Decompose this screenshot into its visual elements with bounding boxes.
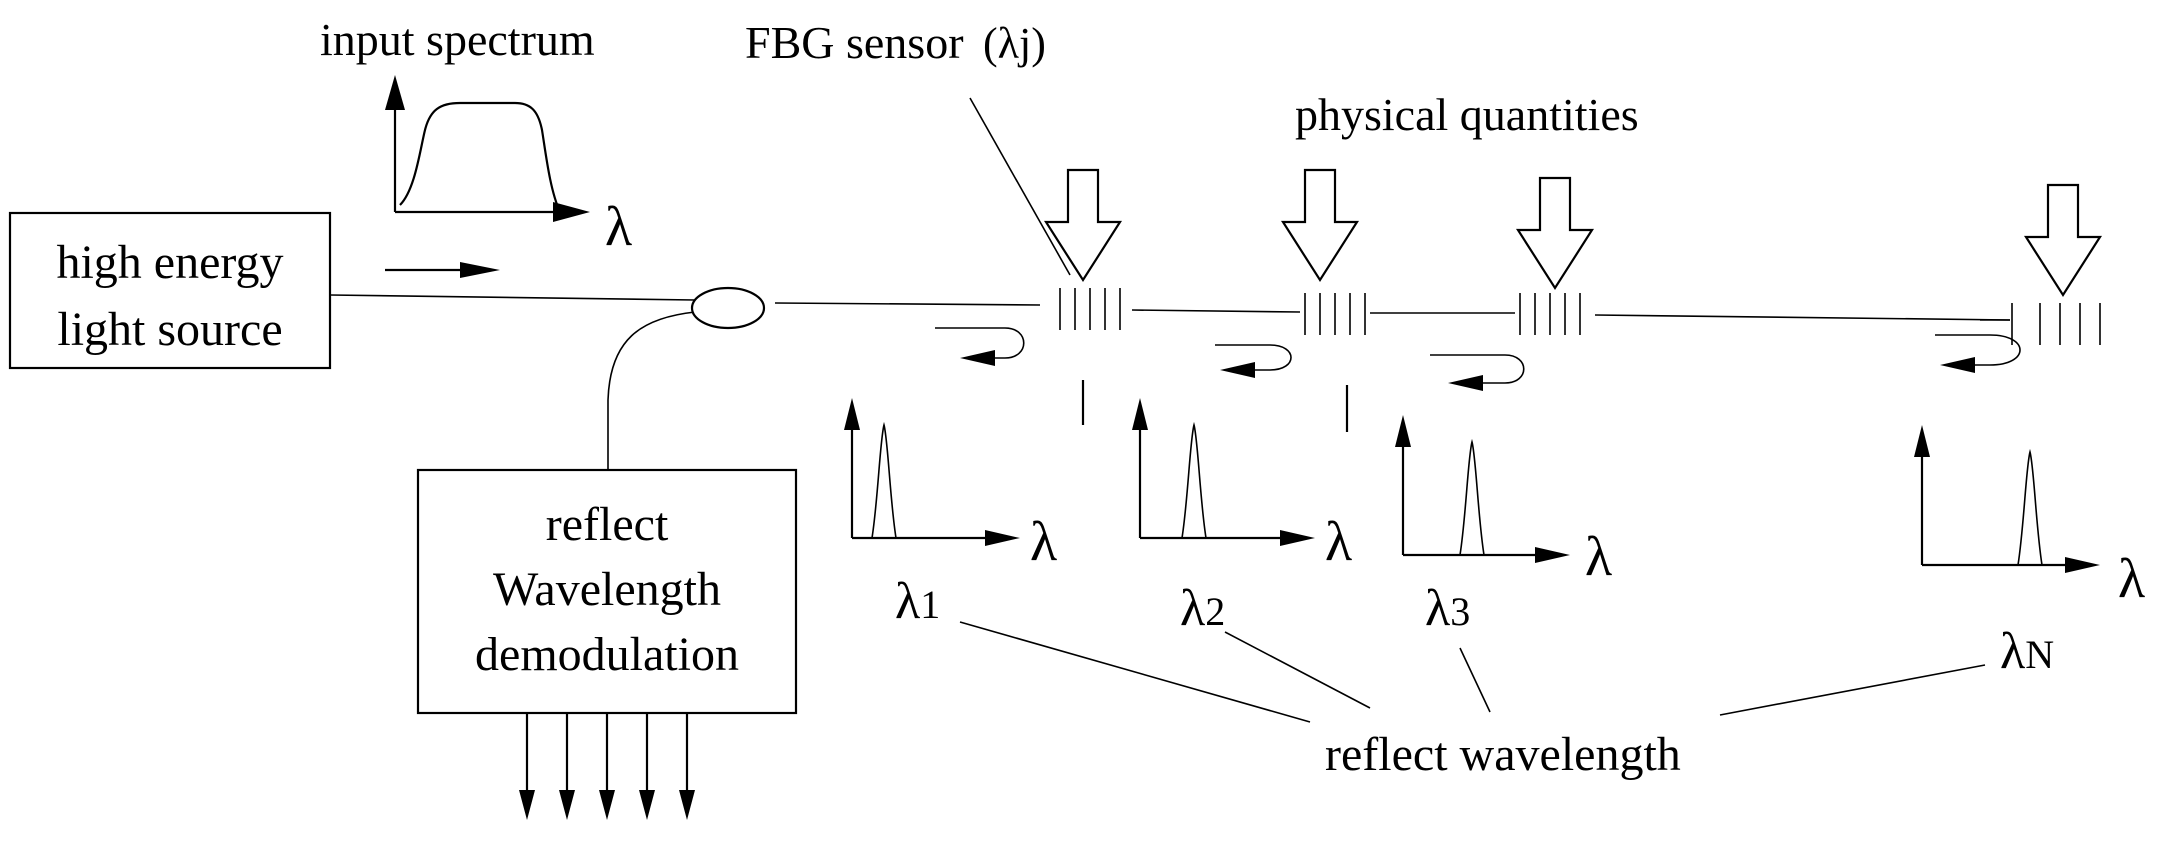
demod-label-line2: Wavelength bbox=[493, 563, 721, 616]
reflected-spectrum-2: λ bbox=[1132, 398, 1352, 573]
peak-label-lambda-n: λN bbox=[2000, 623, 2054, 680]
reflect-wavelength-label: reflect wavelength bbox=[1325, 728, 1681, 781]
demodulation-output-arrows bbox=[519, 713, 695, 820]
grating-3 bbox=[1519, 293, 1581, 335]
demod-label-line1: reflect bbox=[546, 498, 669, 551]
reflected-spectrum-1: λ bbox=[844, 398, 1057, 573]
grating-2 bbox=[1304, 293, 1366, 335]
input-lambda-label: λ bbox=[605, 196, 632, 258]
input-spectrum-label: input spectrum bbox=[320, 14, 595, 65]
reflected-spectrum-n: λ bbox=[1914, 425, 2145, 610]
fiber-coupler bbox=[690, 286, 766, 330]
spectrum-3-axis-lambda: λ bbox=[1585, 526, 1612, 588]
light-source-label-line2: light source bbox=[57, 303, 282, 356]
physical-quantities-label: physical quantities bbox=[1295, 89, 1639, 140]
peak-label-lambda-3: λ3 bbox=[1425, 580, 1470, 637]
spectrum-2-axis-lambda: λ bbox=[1325, 511, 1352, 573]
reflection-arrow-n bbox=[1935, 334, 2021, 373]
grating-1 bbox=[1059, 288, 1121, 330]
light-source-box: high energy light source bbox=[8, 211, 332, 370]
physical-quantity-arrow-3 bbox=[1515, 176, 1595, 291]
reflection-arrow-3 bbox=[1430, 354, 1525, 391]
physical-quantity-arrow-2 bbox=[1280, 168, 1360, 283]
fbg-sensor-symbol: (λj) bbox=[983, 19, 1046, 68]
optical-fiber bbox=[329, 294, 2011, 470]
spectrum-1-axis-lambda: λ bbox=[1030, 511, 1057, 573]
physical-quantity-arrow-1 bbox=[1043, 168, 1123, 283]
spectrum-n-axis-lambda: λ bbox=[2118, 548, 2145, 610]
fbg-sensor-label: FBG sensor (λj) bbox=[745, 17, 1046, 68]
demod-label-line3: demodulation bbox=[475, 628, 739, 681]
reflection-arrow-2 bbox=[1215, 344, 1292, 378]
physical-quantity-arrow-n bbox=[2023, 183, 2103, 298]
reflect-wavelength-leaders bbox=[959, 621, 1986, 723]
peak-label-lambda-2: λ2 bbox=[1180, 580, 1225, 637]
forward-direction-arrow bbox=[385, 262, 500, 278]
fbg-sensor-leader-line bbox=[969, 97, 1071, 276]
grating-n bbox=[2011, 303, 2101, 345]
input-spectrum-plot: input spectrum λ bbox=[320, 14, 632, 258]
peak-label-lambda-1: λ1 bbox=[895, 573, 940, 630]
demodulation-box: reflect Wavelength demodulation bbox=[416, 468, 798, 715]
reflection-arrow-1 bbox=[935, 327, 1025, 366]
reflected-spectrum-3: λ bbox=[1395, 415, 1612, 588]
fbg-sensor-text: FBG sensor bbox=[745, 17, 964, 68]
light-source-label-line1: high energy bbox=[56, 236, 283, 289]
